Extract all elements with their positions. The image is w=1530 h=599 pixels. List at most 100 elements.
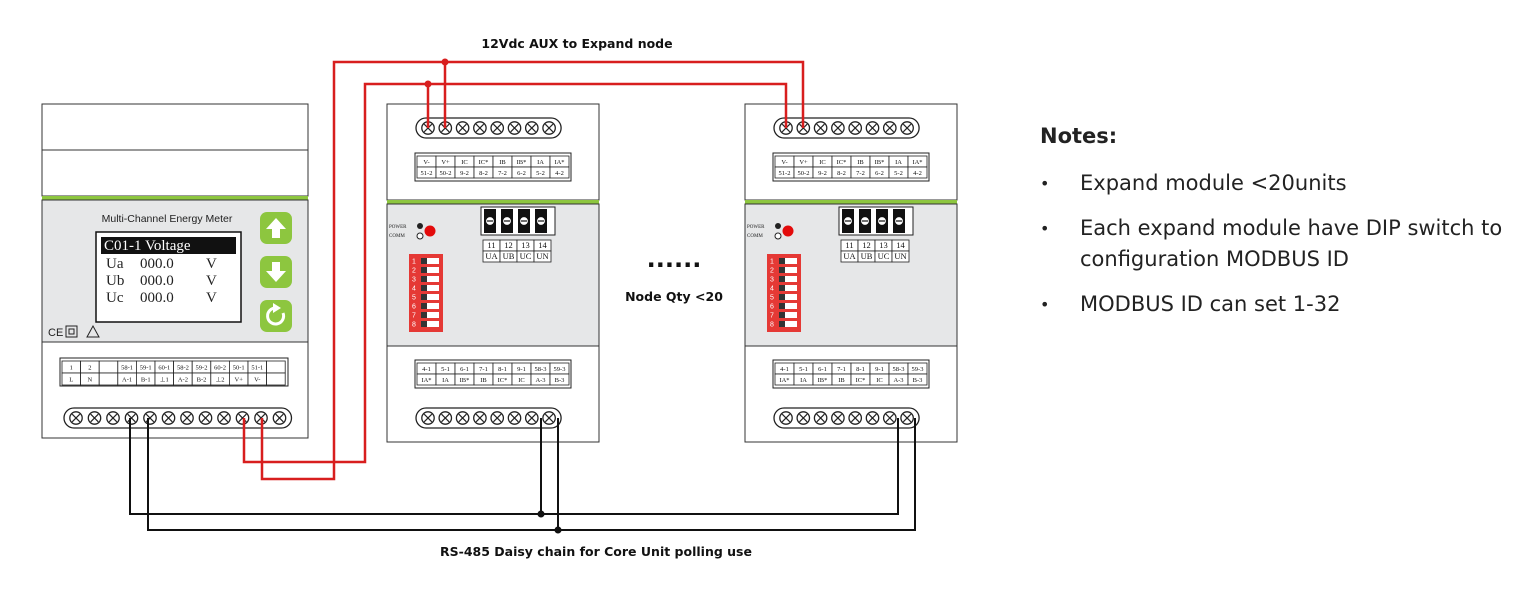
screw-terminal[interactable] — [865, 411, 880, 425]
terminal-label: 50-2 — [440, 170, 452, 177]
screw-terminal[interactable] — [848, 121, 863, 135]
terminal-label: UB — [861, 251, 873, 261]
down-button[interactable] — [260, 256, 292, 288]
screw-terminal[interactable] — [421, 411, 435, 425]
dip-toggle[interactable] — [779, 276, 797, 282]
terminal-label: IA — [895, 159, 902, 166]
terminal-label: UB — [503, 251, 515, 261]
power-led-label: POWER — [747, 225, 765, 230]
screw-terminal[interactable] — [143, 411, 157, 425]
screen-header: C01-1 Voltage — [104, 238, 191, 254]
terminal-label: 11 — [845, 240, 853, 250]
screw-terminal[interactable] — [180, 411, 194, 425]
dip-toggle[interactable] — [779, 321, 797, 327]
aux-power-wires — [242, 60, 805, 481]
screw-terminal[interactable] — [542, 121, 556, 135]
screw-terminal[interactable] — [438, 411, 453, 425]
dip-toggle[interactable] — [779, 294, 797, 300]
dip-toggle[interactable] — [779, 267, 797, 273]
terminal-label: IB — [480, 377, 487, 384]
dip-toggle[interactable] — [779, 312, 797, 318]
dip-toggle[interactable] — [779, 285, 797, 291]
screw-terminal[interactable] — [524, 121, 539, 135]
terminal-label: 50-1 — [233, 365, 245, 372]
screw-terminal[interactable] — [524, 411, 539, 425]
terminal-label: 14 — [538, 240, 547, 250]
dip-number: 5 — [412, 295, 416, 302]
terminal-label: 4-2 — [555, 170, 564, 177]
screw-terminal[interactable] — [87, 411, 102, 425]
dip-number: 4 — [770, 286, 774, 293]
screw-terminal[interactable] — [813, 411, 828, 425]
screw-terminal[interactable] — [900, 121, 914, 135]
meter-terminal-block — [63, 407, 293, 429]
note-item: MODBUS ID can set 1-32 — [1040, 289, 1520, 320]
screw-terminal[interactable] — [473, 121, 487, 135]
screen-row-ua-value: 000.0 — [140, 256, 174, 272]
screw-terminal[interactable] — [831, 411, 845, 425]
screw-terminal[interactable] — [455, 121, 470, 135]
screw-terminal[interactable] — [235, 411, 250, 425]
dip-toggle[interactable] — [421, 294, 439, 300]
rs485-label: RS-485 Daisy chain for Core Unit polling… — [440, 544, 752, 559]
screw-terminal[interactable] — [507, 121, 522, 135]
up-button[interactable] — [260, 212, 292, 244]
dip-toggle[interactable] — [421, 303, 439, 309]
notes-title: Notes: — [1040, 124, 1118, 148]
screw-terminal[interactable] — [106, 411, 120, 425]
terminal-label: IA* — [912, 159, 922, 166]
dip-toggle[interactable] — [421, 285, 439, 291]
dip-toggle[interactable] — [421, 312, 439, 318]
terminal-label: 9-2 — [818, 170, 827, 177]
terminal-label: UA — [843, 251, 856, 261]
screw-terminal[interactable] — [831, 121, 845, 135]
screw-terminal[interactable] — [455, 411, 470, 425]
screw-terminal[interactable] — [882, 121, 897, 135]
refresh-button[interactable] — [260, 300, 292, 332]
screw-terminal[interactable] — [507, 411, 522, 425]
terminal-label: B-3 — [555, 377, 565, 384]
dip-toggle[interactable] — [421, 258, 439, 264]
terminal-label: IB* — [875, 159, 885, 166]
screw-terminal[interactable] — [779, 411, 793, 425]
screw-terminal[interactable] — [882, 411, 897, 425]
screw-terminal[interactable] — [848, 411, 863, 425]
screen-row-uc-name: Uc — [106, 290, 124, 306]
terminal-label: 5-1 — [441, 366, 450, 373]
dip-toggle[interactable] — [421, 276, 439, 282]
dip-toggle[interactable] — [421, 321, 439, 327]
screw-terminal[interactable] — [124, 411, 139, 425]
terminal-label: 5-2 — [894, 170, 903, 177]
screw-terminal[interactable] — [813, 121, 828, 135]
terminal-label: V- — [781, 159, 787, 166]
dip-toggle[interactable] — [421, 267, 439, 273]
screw-terminal[interactable] — [865, 121, 880, 135]
comm-led-label: COMM — [389, 234, 405, 239]
terminal-label: A-1 — [122, 377, 132, 384]
screw-terminal[interactable] — [198, 411, 213, 425]
dip-number: 5 — [770, 295, 774, 302]
ce-mark: CE — [48, 327, 63, 339]
terminal-label: B-1 — [141, 377, 151, 384]
screw-terminal[interactable] — [490, 411, 505, 425]
dip-toggle[interactable] — [779, 258, 797, 264]
terminal-label: 12 — [504, 240, 513, 250]
screw-terminal[interactable] — [69, 411, 83, 425]
screw-terminal[interactable] — [161, 411, 176, 425]
screw-terminal[interactable] — [796, 411, 811, 425]
screw-terminal[interactable] — [217, 411, 231, 425]
terminal-label: 6-1 — [460, 366, 469, 373]
terminal-label: IC — [461, 159, 468, 166]
terminal-label: IC — [819, 159, 826, 166]
screw-terminal[interactable] — [490, 121, 505, 135]
screw-terminal[interactable] — [272, 411, 287, 425]
screw-terminal[interactable] — [473, 411, 487, 425]
terminal-label: IA* — [421, 377, 431, 384]
terminal-label: 51-2 — [779, 170, 791, 177]
dip-toggle[interactable] — [779, 303, 797, 309]
screw-terminal[interactable] — [542, 411, 556, 425]
screw-terminal[interactable] — [900, 411, 914, 425]
